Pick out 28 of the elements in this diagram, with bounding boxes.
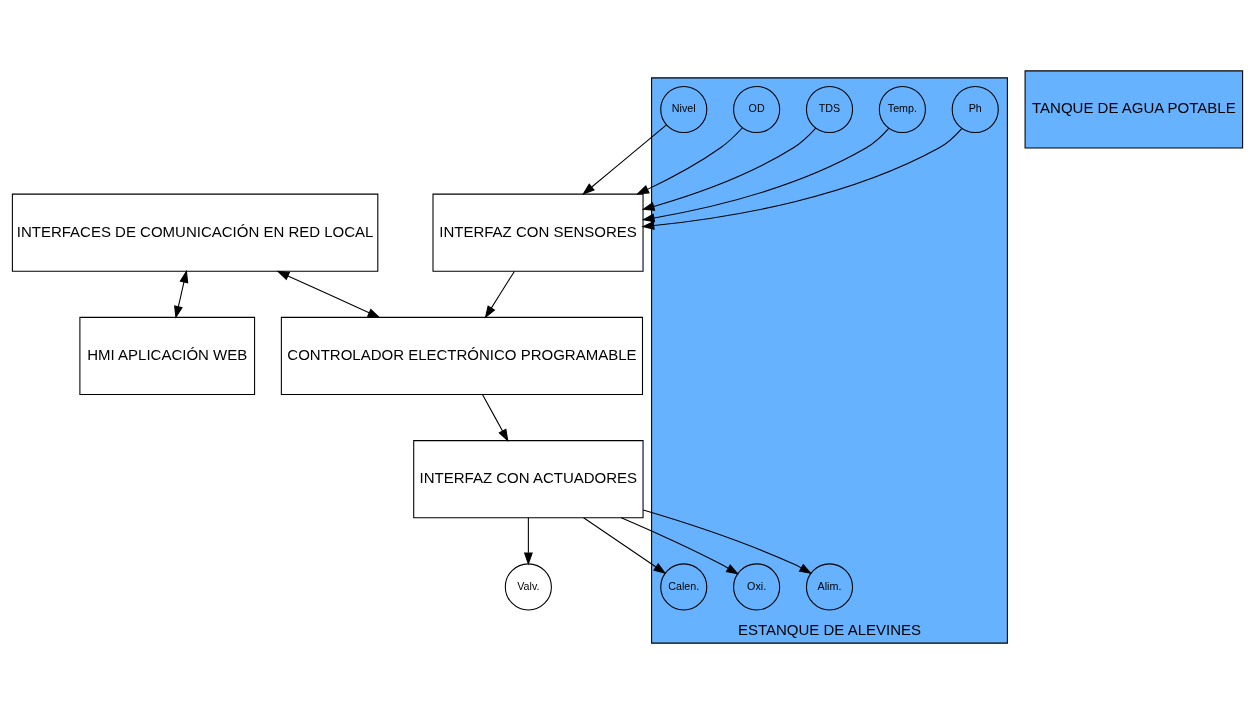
node-box: INTERFAZ CON SENSORES <box>432 193 644 272</box>
arrow <box>482 393 509 442</box>
node-box: TANQUE DE AGUA POTABLE <box>1024 69 1244 149</box>
node-circle: Valv. <box>504 562 552 610</box>
node-circle: Alim. <box>805 562 854 610</box>
node-circle: OD <box>733 85 781 133</box>
arrow <box>641 127 817 211</box>
node-circle: Oxi. <box>733 562 781 610</box>
node-circle: TDS <box>805 85 854 133</box>
node-box: CONTROLADOR ELECTRÓNICO PROGRAMABLE <box>280 316 644 395</box>
arrow <box>641 127 890 222</box>
arrow <box>523 516 533 565</box>
arrow <box>636 126 743 195</box>
arrow <box>641 127 963 230</box>
node-circle: Calen. <box>660 562 708 610</box>
node-circle: Temp. <box>878 85 926 133</box>
arrow <box>484 270 515 319</box>
node-circle: Ph <box>951 85 999 133</box>
node-box: INTERFAZ CON ACTUADORES <box>413 439 644 518</box>
node-circle: Nivel <box>660 85 708 133</box>
node-box: INTERFACES DE COMUNICACIÓN EN RED LOCAL <box>11 193 379 272</box>
arrow <box>276 270 381 318</box>
arrow <box>642 509 813 574</box>
node-box: HMI APLICACIÓN WEB <box>79 316 256 395</box>
arrow <box>583 516 667 574</box>
arrow <box>582 123 667 195</box>
arrow <box>174 269 189 319</box>
arrow <box>620 516 739 575</box>
